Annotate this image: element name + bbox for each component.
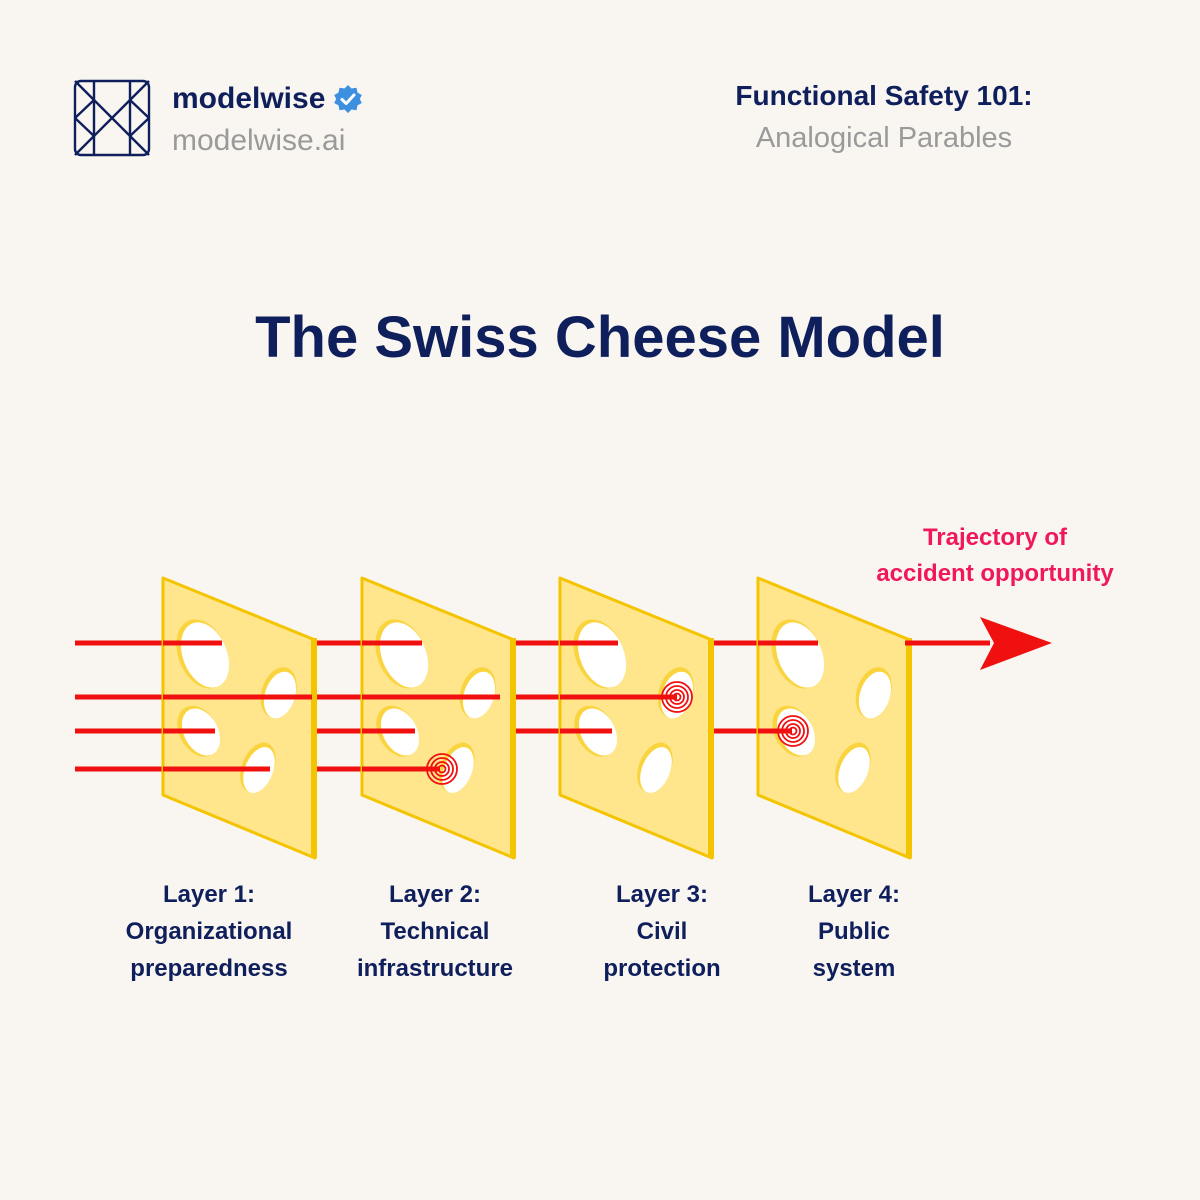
impact-ring [777,715,809,747]
series-header: Functional Safety 101: Analogical Parabl… [704,80,1064,155]
cheese-hole [775,622,825,688]
cheese-slice-edge [906,638,912,858]
trajectory-label-line1: Trajectory of [922,524,1068,551]
cheese-hole [379,622,429,688]
cheese-hole [838,747,870,793]
impact-ring [661,681,693,713]
impact-ring [785,723,801,739]
layer-label-3: Layer 3: Civil protection [542,876,782,987]
layer-3-name-line1: Civil [636,918,688,945]
brand-name: modelwise [172,82,363,116]
layer-label-2: Layer 2: Technical infrastructure [315,876,555,987]
impact-ring [430,757,454,781]
brand: modelwise modelwise.ai [72,78,452,158]
cheese-slice-edge [311,638,317,858]
impact-ring [434,761,450,777]
cheese-slice-edge [510,638,516,858]
impact-ring [788,726,798,736]
layer-2-name-line2: infrastructure [356,955,514,982]
impact-spiral-icon [426,753,458,785]
trajectory-label-line2: accident opportunity [876,560,1114,587]
series-subtitle: Analogical Parables [755,122,1013,154]
layer-4-title: Layer 4: [807,881,901,908]
series-title: Functional Safety 101: [735,80,1033,111]
impact-ring [665,685,689,709]
cheese-hole [640,747,672,793]
cheese-slice-1 [161,576,317,860]
layer-4-name-line1: Public [817,918,890,945]
layer-1-name-line2: preparedness [130,955,288,982]
impact-spiral-icon [661,681,693,713]
trajectory-lines-behind [75,640,758,772]
cheese-slice-4 [756,576,912,860]
layer-label-4: Layer 4: Public system [734,876,974,987]
impact-spiral-icon [777,715,809,747]
layer-4-name-line2: system [812,955,896,982]
layer-3-name-line2: protection [603,955,721,982]
trajectory-lines-front [163,617,1052,785]
cheese-hole [180,622,230,688]
cheese-slice-2 [360,576,516,860]
impact-ring [669,689,685,705]
layer-1-name-line1: Organizational [125,918,293,945]
layer-3-title: Layer 3: [615,881,709,908]
cheese-slices [161,576,912,860]
impact-ring [437,764,447,774]
impact-ring [672,692,682,702]
impact-ring [781,719,805,743]
layer-2-name-line1: Technical [380,918,490,945]
brand-name-text: modelwise [172,82,326,115]
cheese-hole [577,622,627,688]
cheese-slice-edge [708,638,714,858]
page-title: The Swiss Cheese Model [255,305,945,370]
layer-1-title: Layer 1: [162,881,256,908]
brand-url: modelwise.ai [172,124,346,157]
trajectory-arrowhead-icon [980,617,1052,670]
verified-badge-icon [334,85,363,113]
impact-ring [426,753,458,785]
trajectory-label: Trajectory of accident opportunity [860,520,1130,592]
cheese-slice-3 [558,576,714,860]
modelwise-logo-icon [73,79,151,157]
layer-2-title: Layer 2: [388,881,482,908]
layer-label-1: Layer 1: Organizational preparedness [89,876,329,987]
cheese-hole [858,671,892,719]
